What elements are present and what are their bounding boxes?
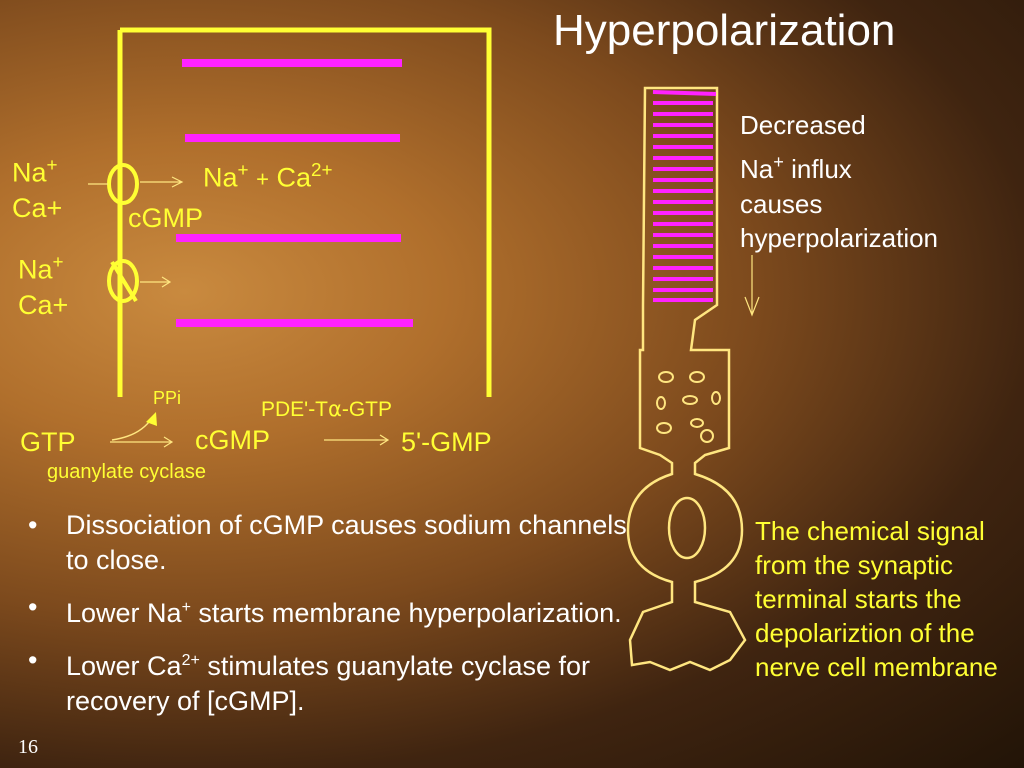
- organelle: [689, 371, 705, 383]
- slide-title: Hyperpolarization: [553, 6, 896, 55]
- bullet-item: Dissociation of cGMP causes sodium chann…: [28, 508, 648, 578]
- organelle: [656, 396, 666, 410]
- page-number: 16: [18, 736, 38, 758]
- pde-label: PDE'-Tα-GTP: [261, 397, 393, 421]
- organelle: [658, 371, 674, 383]
- guanylate-cyclase-label: guanylate cyclase: [47, 461, 206, 483]
- bullet-list: Dissociation of cGMP causes sodium chann…: [28, 508, 648, 731]
- blocked-arrow: [140, 276, 172, 288]
- disc-4: [176, 319, 413, 327]
- gtp-label: GTP: [20, 427, 76, 457]
- channel-block-line: [110, 260, 138, 303]
- cgmp-to-gmp-arrow: [324, 434, 390, 446]
- disc-1: [182, 59, 402, 67]
- cgmp-label: cGMP: [195, 425, 271, 455]
- bullet-item: Lower Na+ starts membrane hyperpolarizat…: [28, 590, 648, 631]
- right-text-line3: causes: [740, 189, 823, 219]
- organelle: [682, 395, 698, 405]
- influx-arrow-out: [140, 176, 184, 188]
- right-text-line1: Decreased: [740, 110, 866, 140]
- organelle: [656, 422, 672, 434]
- ion-channel-open: [107, 163, 139, 205]
- organelle: [711, 391, 721, 405]
- channel1-na-label: Na+: [12, 155, 58, 188]
- rod-disc-stack: [652, 90, 717, 302]
- channel-ligand-label: cGMP: [128, 203, 204, 233]
- down-arrow: [744, 255, 760, 317]
- disc-2: [185, 134, 400, 142]
- channel1-ca-label: Ca+: [12, 193, 63, 223]
- ion-channel-closed: [107, 259, 139, 303]
- right-text-line4: hyperpolarization: [740, 223, 939, 253]
- inflow-ions-label: Na+ + Ca2+: [203, 160, 333, 193]
- bullet-item: Lower Ca2+ stimulates guanylate cyclase …: [28, 643, 648, 719]
- gtp-to-cgmp-arrow: [110, 436, 174, 448]
- ppi-curve-arrow: [111, 417, 153, 441]
- organelle: [690, 418, 704, 428]
- synapse-note: The chemical signal from the synaptic te…: [755, 516, 998, 682]
- ppi-label: PPi: [153, 388, 182, 408]
- rod-nucleus: [667, 496, 707, 560]
- disc-3: [176, 234, 401, 242]
- channel2-na-label: Na+: [18, 252, 64, 285]
- right-text-line2: Na+ influx: [740, 152, 852, 184]
- outer-segment-membrane-right: [120, 27, 492, 397]
- ppi-arrow-head: [146, 412, 157, 426]
- channel2-ca-label: Ca+: [18, 290, 69, 320]
- organelle: [700, 429, 714, 443]
- gmp-label: 5'-GMP: [401, 427, 492, 457]
- rod-cell-outline: [626, 86, 747, 672]
